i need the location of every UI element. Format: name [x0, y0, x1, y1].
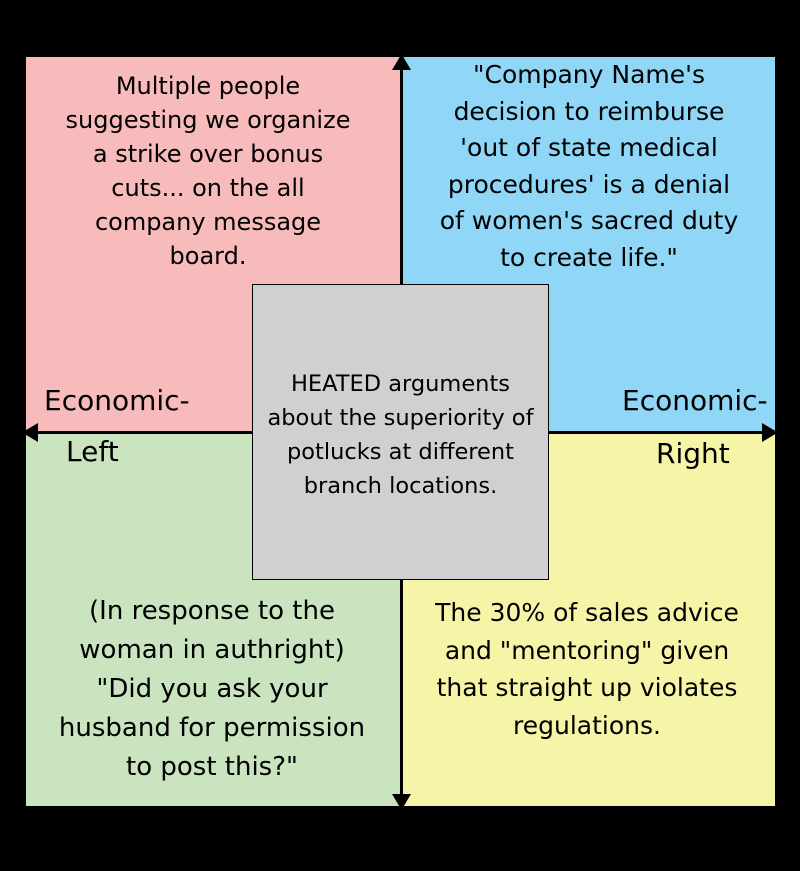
axis-label-economic-left-line2: Left: [66, 435, 119, 468]
quadrant-auth-left-text: Multiple people suggesting we organize a…: [65, 72, 351, 270]
right-arrowhead: [762, 423, 778, 442]
center-box-text: HEATED arguments about the superiority o…: [267, 371, 534, 499]
left-arrowhead: [22, 423, 38, 442]
axis-label-economic-right-line1: Economic-: [622, 384, 768, 417]
axis-label-economic-left-line1: Economic-: [44, 384, 190, 417]
quadrant-lib-left-text: (In response to the woman in authright) …: [58, 596, 366, 782]
quadrant-auth-left: Multiple people suggesting we organize a…: [26, 57, 400, 431]
quadrant-lib-right-text: The 30% of sales advice and "mentoring" …: [435, 598, 739, 740]
top-arrowhead: [392, 54, 411, 70]
bottom-arrowhead: [392, 794, 411, 810]
axis-label-economic-right-line2: Right: [656, 437, 730, 470]
center-box: HEATED arguments about the superiority o…: [252, 284, 549, 580]
quadrant-auth-right-text: "Company Name's decision to reimburse 'o…: [439, 60, 739, 272]
